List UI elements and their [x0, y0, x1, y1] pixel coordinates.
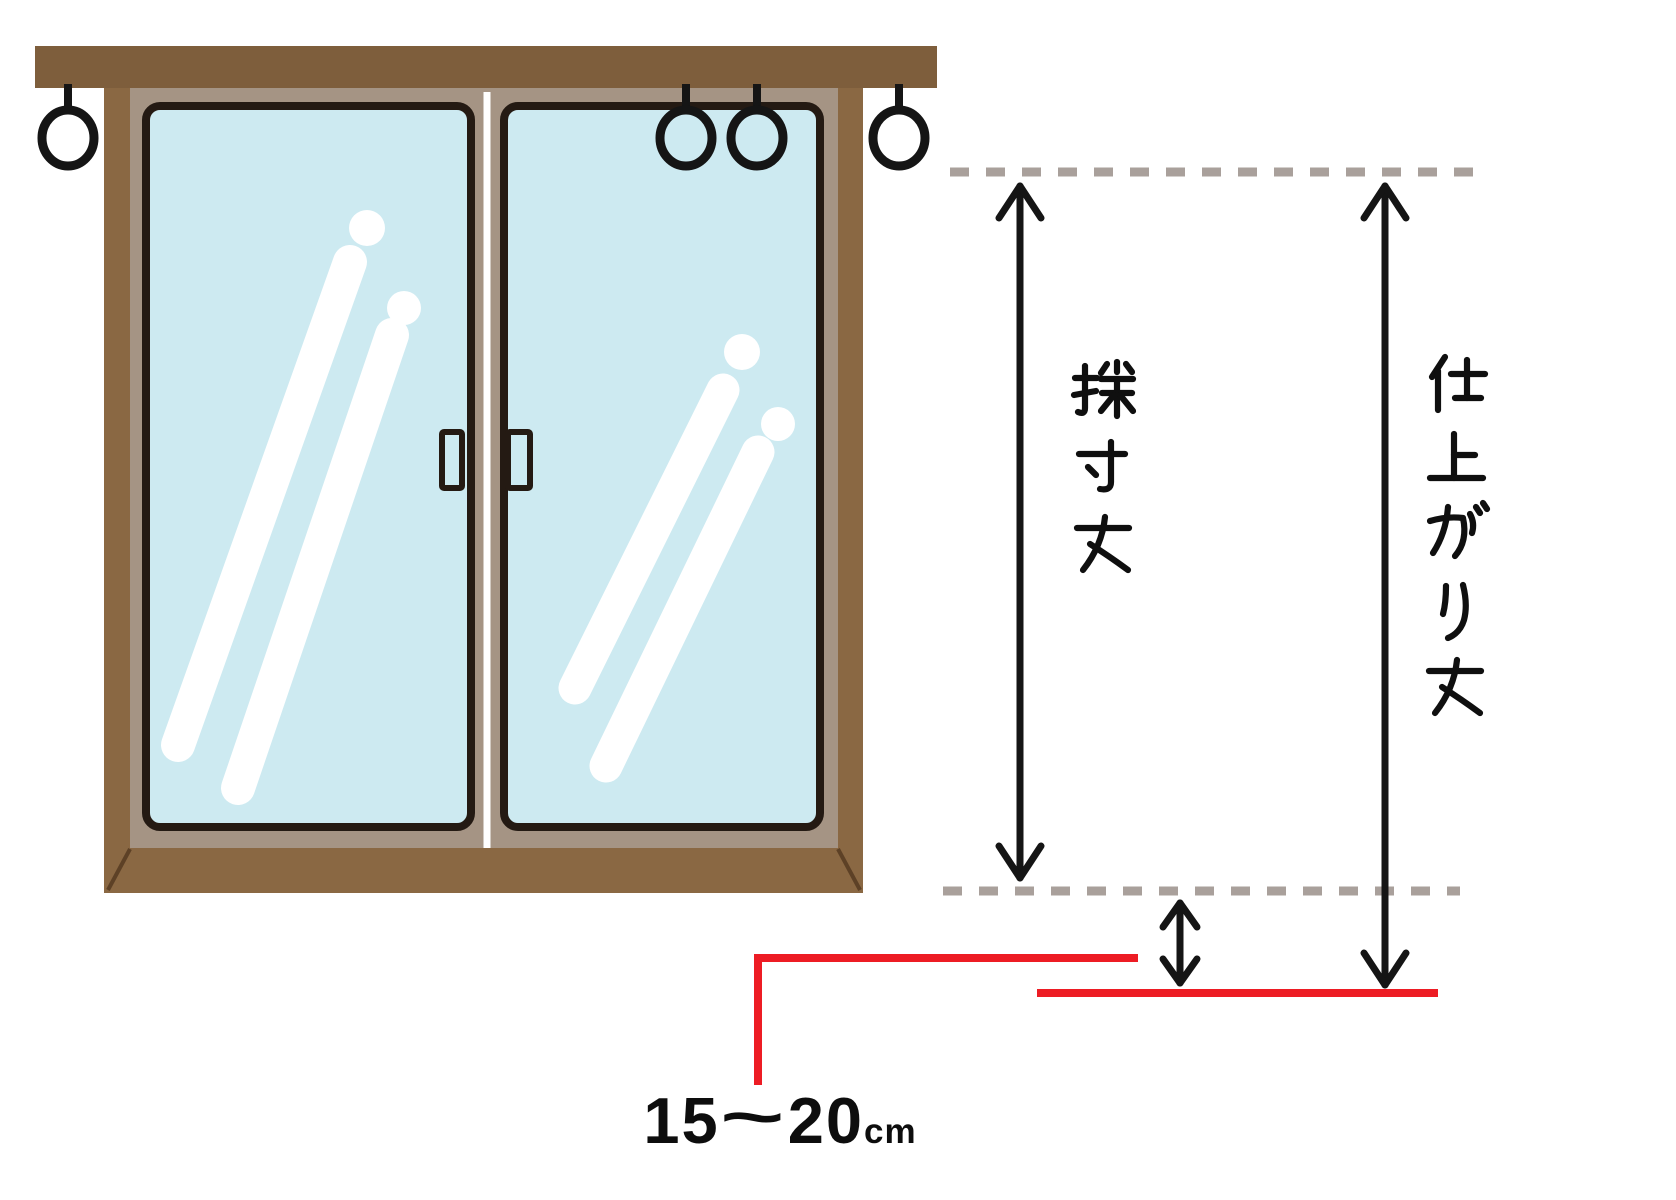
hem-unit: cm [864, 1112, 917, 1151]
kana-ga [1426, 499, 1491, 560]
sash-handle-left [439, 429, 465, 491]
finished-length-label: 仕上がり丈 [1419, 350, 1483, 700]
finished-length-glyphs [1425, 353, 1491, 717]
hem-range-end: 20 [787, 1084, 864, 1157]
hem-range-start: 15 [643, 1084, 720, 1157]
glass-reflection-right [558, 334, 795, 783]
measuring-hem-line-bracket [754, 954, 1138, 1085]
hem-allowance-label: 15~20cm [560, 1084, 1000, 1153]
measure-arrows [995, 182, 1410, 989]
curtain-ring-icon [37, 84, 99, 171]
sill-bevel-left [106, 848, 132, 891]
sash-handle-right [505, 429, 533, 491]
window-illustration [104, 88, 863, 893]
glass-reflection-left [161, 210, 421, 805]
kanji-sai [1070, 358, 1137, 420]
measuring-length-label: 採寸丈 [1067, 355, 1131, 565]
kanji-jou [1425, 656, 1485, 717]
sill-bevel-right [836, 848, 862, 891]
window-pane-right [500, 102, 824, 831]
kanji-shi [1428, 353, 1489, 414]
allowance-arrow [1159, 899, 1201, 987]
kanji-sun [1075, 438, 1129, 493]
measuring-length-glyphs [1070, 358, 1137, 574]
curtain-ring-icon [655, 84, 717, 171]
finished-length-arrow [1360, 182, 1410, 989]
kana-ri [1439, 581, 1469, 642]
measuring-length-arrow [995, 182, 1045, 882]
curtain-ring-icon [726, 84, 788, 171]
kanji-ue [1426, 430, 1487, 482]
hem-range-tilde: ~ [719, 1080, 788, 1153]
curtain-ring-icon [868, 84, 930, 171]
curtain-rings [37, 84, 930, 171]
curtain-rail [35, 46, 937, 88]
kanji-jou [1073, 513, 1133, 574]
